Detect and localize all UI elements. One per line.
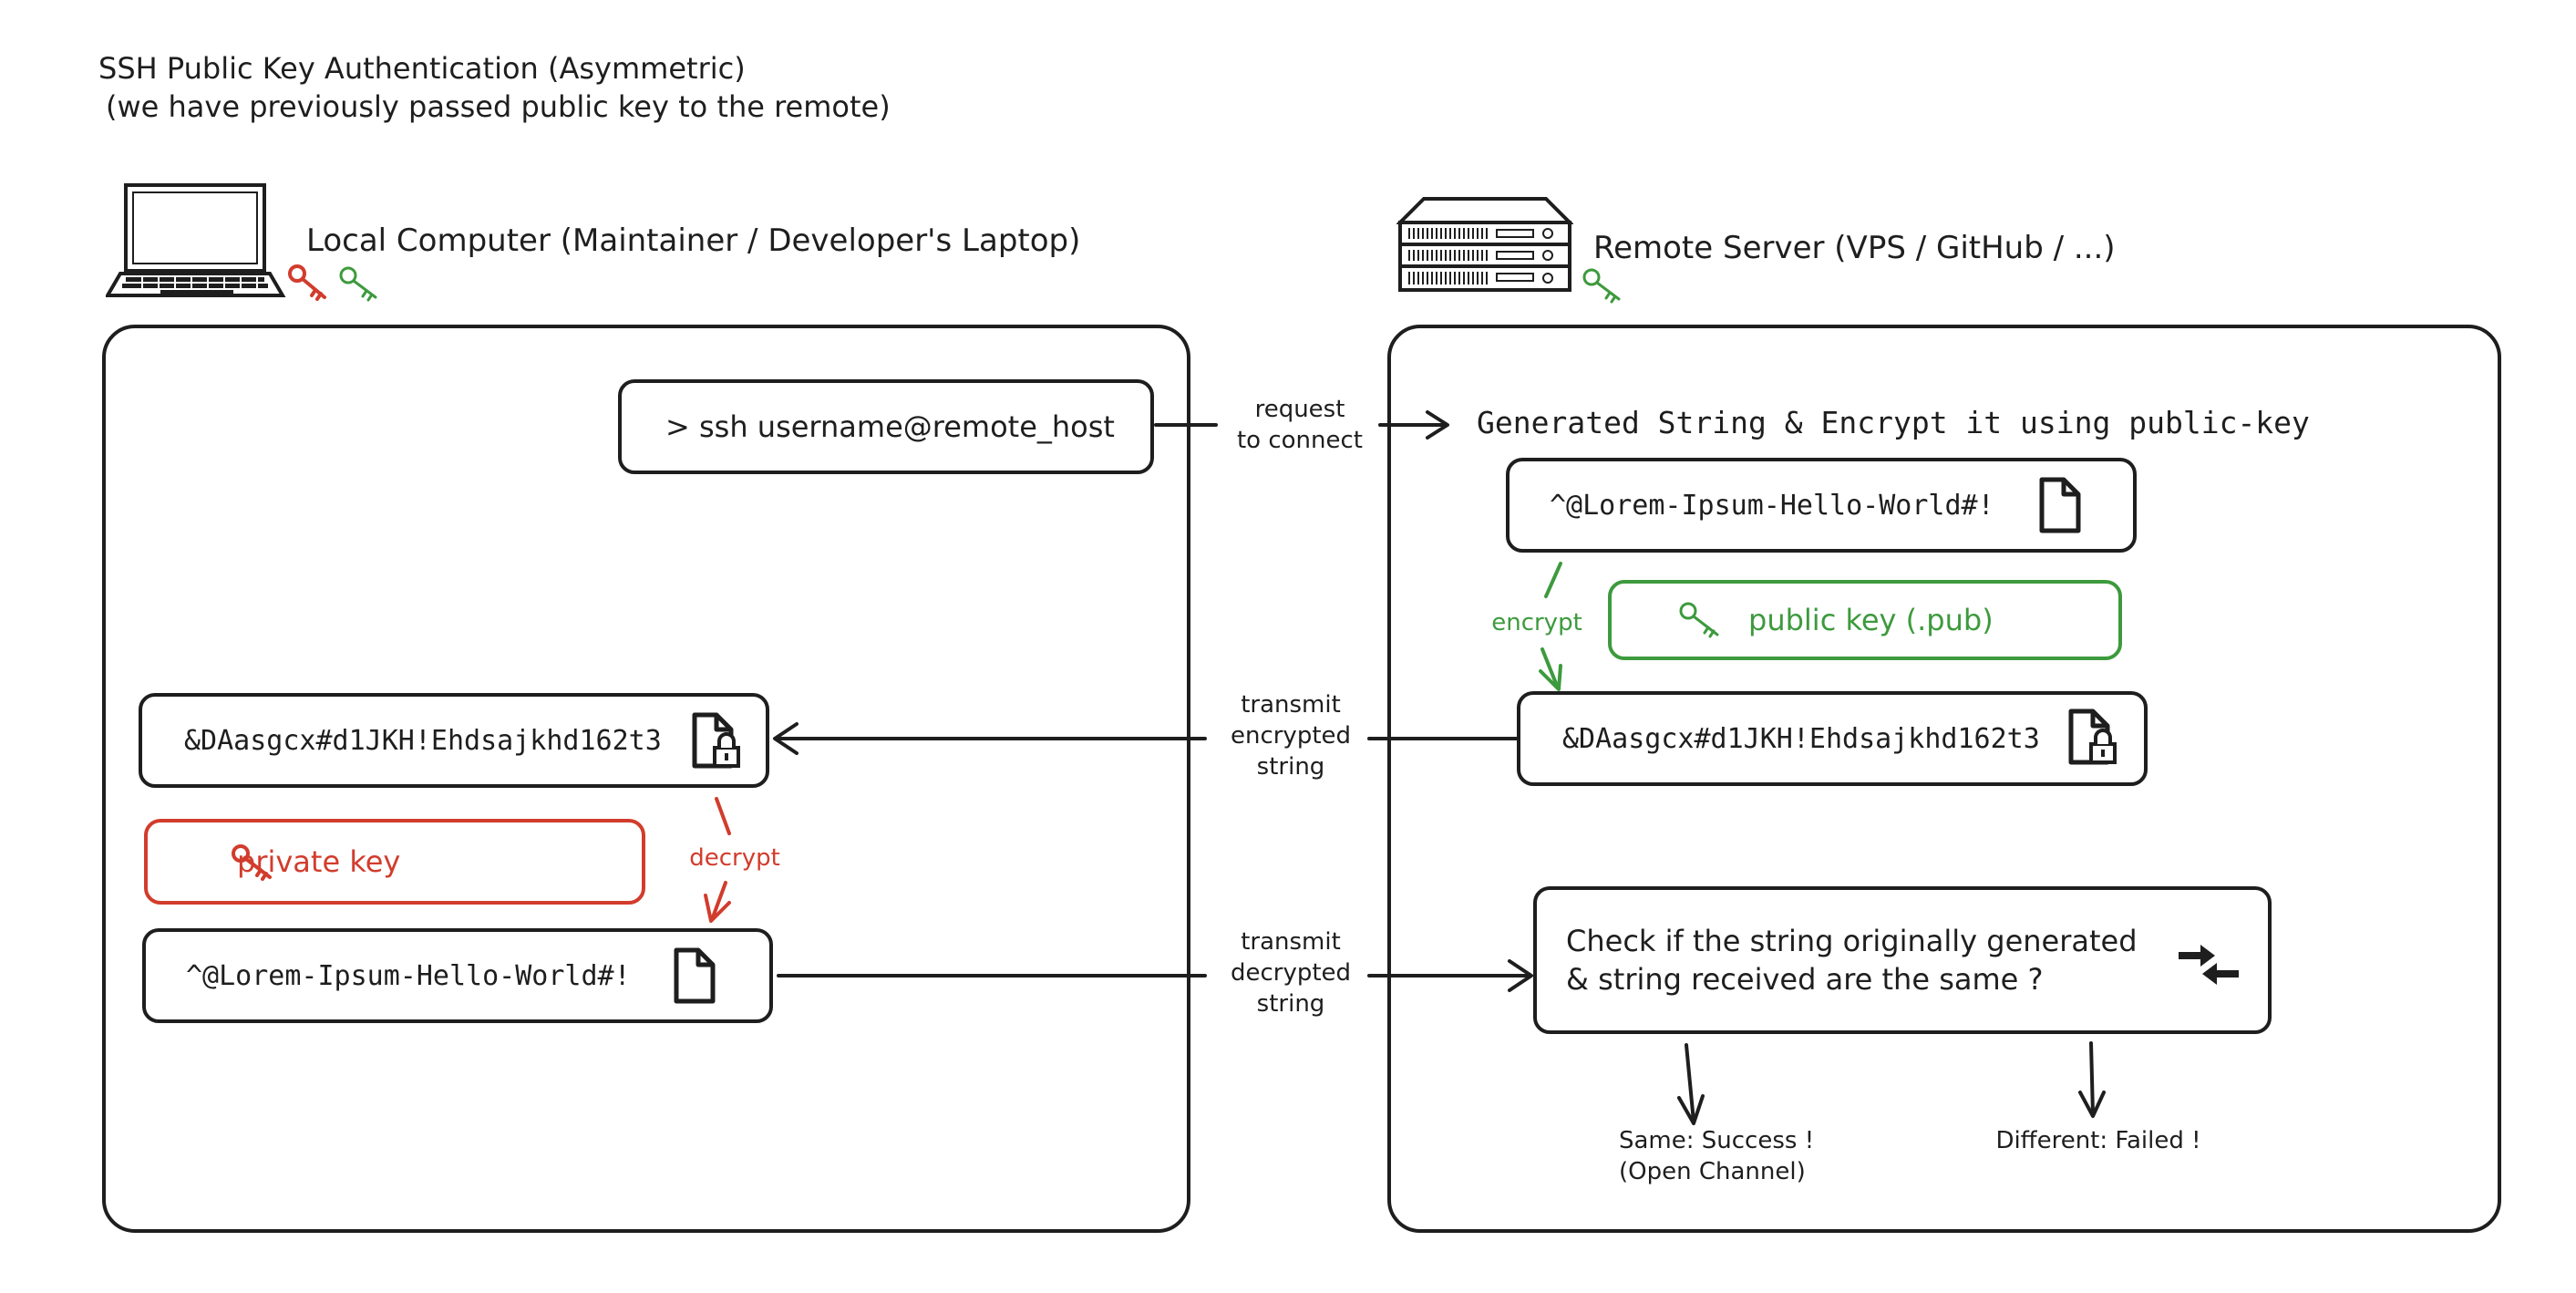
generated-document-icon bbox=[2039, 477, 2081, 533]
decrypt-arrowhead bbox=[704, 894, 731, 923]
failed-arrowhead bbox=[2078, 1091, 2106, 1118]
decrypt-arrow bbox=[711, 797, 731, 919]
transmit-enc-line3: string bbox=[1256, 753, 1325, 781]
transmit-dec-line2: decrypted bbox=[1230, 959, 1352, 987]
transmit-dec-line1: transmit bbox=[1241, 928, 1341, 956]
remote-server-header: Remote Server (VPS / GitHub / ...) bbox=[1593, 230, 2116, 266]
remote-generated-string: ^@Lorem-Ipsum-Hello-World#! bbox=[1550, 489, 1994, 522]
public-key-box: public key (.pub) bbox=[1608, 580, 2122, 660]
check-line2: & string received are the same ? bbox=[1566, 962, 2044, 997]
local-encrypted-string-box: &DAasgcx#d1JKH!Ehdsajkhd162t3 bbox=[139, 693, 769, 788]
transmit-decrypted-arrowhead bbox=[1508, 959, 1533, 992]
public-key-icon bbox=[339, 266, 377, 302]
local-decrypted-string: ^@Lorem-Ipsum-Hello-World#! bbox=[186, 959, 631, 992]
transmit-enc-line2: encrypted bbox=[1230, 722, 1352, 750]
request-line2: to connect bbox=[1236, 427, 1363, 454]
local-decrypted-string-box: ^@Lorem-Ipsum-Hello-World#! bbox=[142, 928, 773, 1023]
local-computer-panel bbox=[102, 325, 1190, 1233]
remote-encrypted-string: &DAasgcx#d1JKH!Ehdsajkhd162t3 bbox=[1562, 722, 2040, 755]
public-key-box-icon bbox=[1679, 602, 1719, 638]
document-icon bbox=[674, 947, 716, 1004]
compare-arrows-icon bbox=[2179, 945, 2239, 985]
local-encrypted-string: &DAasgcx#d1JKH!Ehdsajkhd162t3 bbox=[184, 724, 662, 757]
compare-box: Check if the string originally generated… bbox=[1533, 886, 2272, 1034]
decrypt-label: decrypt bbox=[689, 844, 780, 872]
public-key-label: public key (.pub) bbox=[1748, 603, 1994, 637]
request-label: request to connect bbox=[1218, 394, 1382, 456]
encrypt-label: encrypt bbox=[1491, 609, 1582, 636]
remote-encrypted-string-box: &DAasgcx#d1JKH!Ehdsajkhd162t3 bbox=[1517, 691, 2148, 786]
transmit-dec-line3: string bbox=[1256, 990, 1325, 1018]
transmit-encrypted-arrowhead bbox=[773, 722, 799, 755]
check-line1: Check if the string originally generated bbox=[1566, 924, 2138, 958]
transmit-encrypted-label: transmit encrypted string bbox=[1209, 689, 1373, 782]
ssh-command: > ssh username@remote_host bbox=[665, 409, 1115, 444]
failed-arrow bbox=[2089, 1041, 2095, 1116]
success-line1: Same: Success ! bbox=[1619, 1127, 1815, 1154]
server-icon bbox=[1396, 197, 1573, 292]
transmit-decrypted-label: transmit decrypted string bbox=[1209, 926, 1373, 1019]
diagram-title: SSH Public Key Authentication (Asymmetri… bbox=[98, 51, 746, 86]
encrypt-arrow bbox=[1540, 562, 1562, 688]
request-line1: request bbox=[1254, 396, 1345, 423]
laptop-icon bbox=[106, 183, 286, 297]
remote-public-key-icon bbox=[1582, 268, 1621, 304]
success-arrow bbox=[1685, 1043, 1695, 1123]
remote-server-panel bbox=[1387, 325, 2501, 1233]
success-line2: (Open Channel) bbox=[1619, 1158, 1806, 1185]
failed-label: Different: Failed ! bbox=[1995, 1127, 2201, 1154]
failed-result: Different: Failed ! bbox=[1989, 1125, 2208, 1156]
transmit-enc-line1: transmit bbox=[1241, 691, 1341, 719]
request-arrowhead bbox=[1426, 410, 1449, 440]
generate-label: Generated String & Encrypt it using publ… bbox=[1477, 405, 2310, 440]
local-computer-header: Local Computer (Maintainer / Developer's… bbox=[306, 222, 1081, 259]
success-result: Same: Success ! (Open Channel) bbox=[1619, 1125, 1815, 1187]
encrypt-arrowhead bbox=[1539, 664, 1562, 691]
diagram-subtitle: (we have previously passed public key to… bbox=[106, 89, 891, 124]
success-arrowhead bbox=[1677, 1094, 1705, 1125]
private-key-icon bbox=[288, 264, 326, 301]
locked-document-icon bbox=[692, 712, 740, 769]
private-key-box-icon bbox=[232, 844, 272, 881]
ssh-command-box: > ssh username@remote_host bbox=[618, 379, 1154, 474]
remote-locked-document-icon bbox=[2068, 709, 2117, 765]
remote-generated-string-box: ^@Lorem-Ipsum-Hello-World#! bbox=[1506, 458, 2137, 553]
private-key-box: private key bbox=[144, 819, 645, 905]
